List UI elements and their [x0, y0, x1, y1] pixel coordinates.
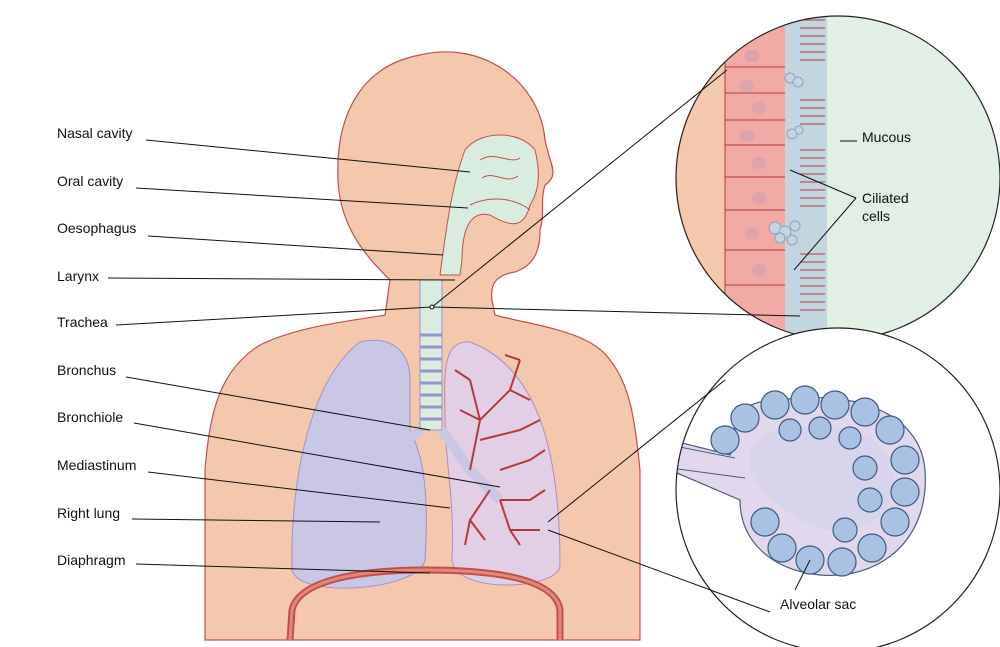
label-bronchiole: Bronchiole — [57, 409, 124, 425]
label-right-lung: Right lung — [57, 505, 121, 521]
label-mediastinum: Mediastinum — [57, 457, 137, 473]
nasal-oral-cavity — [439, 134, 539, 276]
alveolar-sac-inset — [676, 328, 1000, 647]
label-diaphragm: Diaphragm — [57, 552, 126, 568]
label-oesophagus: Oesophagus — [57, 220, 137, 236]
label-ciliated-line1: Ciliated — [862, 190, 909, 206]
trachea-rings — [420, 333, 442, 421]
oral-cavity-curves — [469, 155, 531, 211]
label-larynx: Larynx — [57, 268, 100, 284]
right-lung — [291, 339, 427, 589]
bronchiole-tree — [454, 354, 546, 546]
label-alveolar-sac: Alveolar sac — [780, 596, 857, 612]
label-mucous: Mucous — [862, 129, 912, 145]
label-oral-cavity: Oral cavity — [57, 173, 124, 189]
ciliated-cells-inset — [676, 16, 1000, 340]
label-nasal-cavity: Nasal cavity — [57, 125, 133, 141]
label-bronchus: Bronchus — [57, 362, 117, 378]
label-ciliated-line2: cells — [862, 208, 891, 224]
label-trachea: Trachea — [57, 314, 108, 330]
leader-lines — [107, 69, 857, 613]
